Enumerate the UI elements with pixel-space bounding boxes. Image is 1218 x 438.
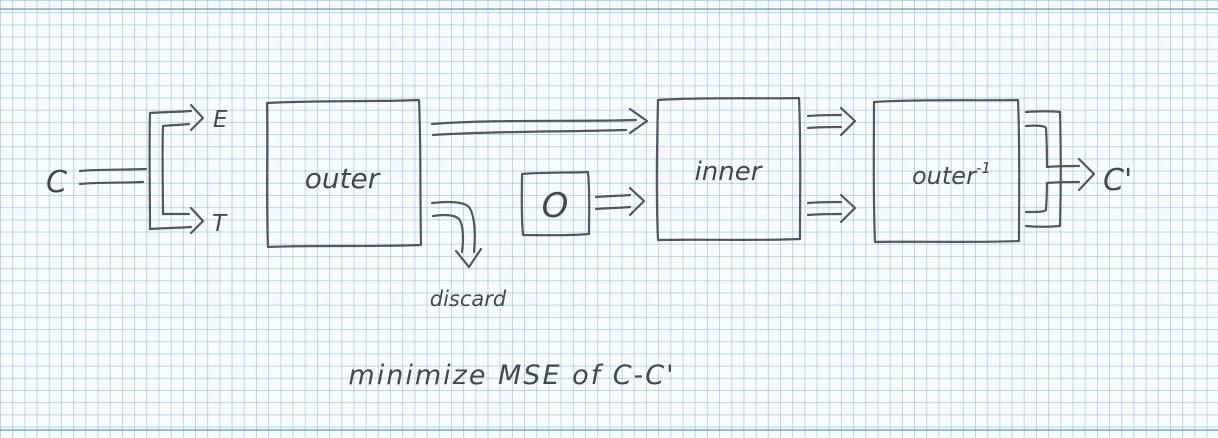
outer-box-label: outer <box>305 162 381 195</box>
input-label: C <box>46 165 67 200</box>
branch-label-top: E <box>213 107 228 133</box>
inner-box-label: inner <box>695 157 764 187</box>
paper-edge-bottom <box>0 429 1218 431</box>
inner-to-outerinv-arrow-top <box>806 106 857 137</box>
outer-inverse-base: outer <box>912 162 978 190</box>
caption-text: minimize MSE of C-C' <box>348 360 675 391</box>
outer-inverse-box <box>872 98 1021 244</box>
discard-label: discard <box>430 287 507 311</box>
inner-box <box>655 96 802 242</box>
zero-box-label: O <box>542 186 569 226</box>
output-label: C' <box>1103 163 1132 198</box>
outer-to-inner-arrow <box>430 107 649 137</box>
branch-bottom-arrowhead <box>189 206 205 235</box>
zero-to-inner-arrow <box>594 186 646 217</box>
merge-to-output-arrow <box>1024 110 1096 228</box>
outer-inverse-box-label: outer-1 <box>912 159 991 190</box>
outer-inverse-superscript: -1 <box>976 159 991 177</box>
inner-to-outerinv-arrow-bottom <box>806 193 857 224</box>
discard-arrow <box>430 200 483 269</box>
outer-box <box>265 98 423 249</box>
input-split-arrow <box>78 103 205 235</box>
zero-box <box>520 170 591 237</box>
branch-label-bottom: T <box>212 211 228 237</box>
branch-top-arrowhead <box>189 103 205 132</box>
paper-edge-top <box>0 8 1218 10</box>
